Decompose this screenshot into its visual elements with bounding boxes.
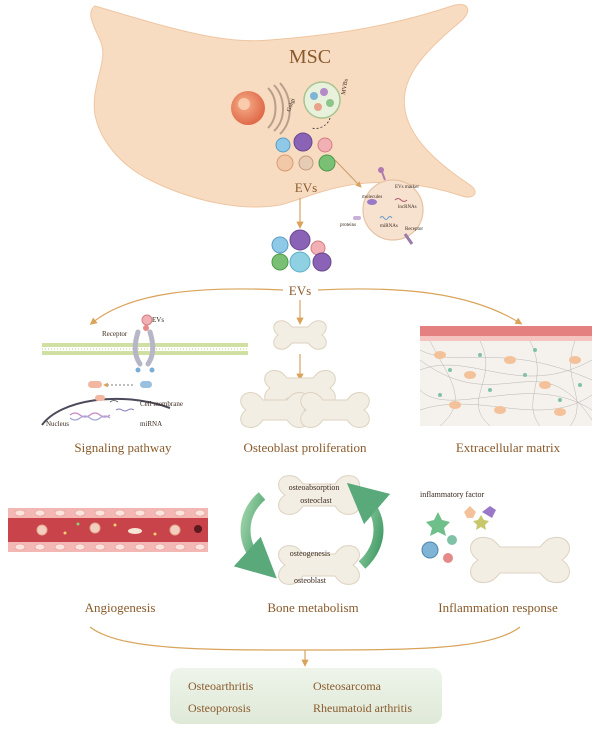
osteoblast-proliferation-title: Osteoblast proliferation [243,440,367,455]
ecm-cells [434,348,582,416]
disease-osteosarcoma: Osteosarcoma [313,679,382,693]
inflammatory-factor-label: inflammatory factor [420,490,485,499]
ev-marker-head [378,167,384,173]
ev-structure-detail: EVs marker molecules lncRNAs proteins mi… [340,167,424,245]
mvb-exocytosis-arrow [311,117,331,129]
ev-lncrnas-label: lncRNAs [398,205,417,210]
msc-title: MSC [289,46,331,68]
cycle-arrow-right [346,482,391,569]
ev-molecules-label: molecules [362,195,382,200]
ev-lncrnas-shape [394,198,408,202]
ev-detail-arrow [334,159,362,188]
mvb-vesicle [320,88,328,96]
vessel-blood-cells [36,522,202,536]
osteoblast-proliferation-panel: Osteoblast proliferation [240,320,370,455]
ev-proteins-shape [353,216,361,220]
mvb-vesicle [310,92,318,100]
nucleus-label: Nucleus [46,420,69,428]
disease-rheumatoid-arthritis: Rheumatoid arthritis [313,701,412,715]
vessel-wall-cells [14,509,206,551]
inflammation-response-title: Inflammation response [438,600,558,615]
extracellular-matrix-panel: Extracellular matrix [419,326,593,455]
msc-evs-label: EVs [295,180,317,195]
vessel-top-wall [8,508,208,518]
arrow-to-ecm [317,288,523,325]
mvb-vesicle [326,99,334,107]
bone-metabolism-title: Bone metabolism [267,600,358,615]
center-evs-label: EVs [289,283,311,298]
inflammation-response-panel: inflammatory factor Inflammation respons… [420,490,570,615]
vessel-bottom-wall [8,542,208,552]
bone-small [273,320,327,350]
inflammation-bone [470,536,570,584]
released-evs-cluster [275,132,336,172]
inflammatory-cells [421,506,496,563]
ecm-top-layer-inner [420,336,592,341]
mvbs-label: MVBs [341,78,350,95]
golgi-label: Golgi [286,97,296,112]
ev-marker-spike [381,171,386,181]
ev-proteins-label: proteins [340,223,356,228]
mirna-signal [95,395,135,412]
golgi-apparatus [267,82,291,135]
bone-left [240,392,310,428]
signaling-pathway-panel: EVs Receptor Cell membrane [41,314,248,455]
signal-receptor-label: Receptor [102,330,128,338]
receptor-protein [132,329,156,367]
ecm-top-layer [420,326,592,336]
cycle-arrow-left [233,492,277,579]
convergence-arc [89,626,521,651]
osteogenesis-label: osteogenesis [290,549,330,558]
ev-mirnas-shape [379,216,393,220]
mirna-label: miRNA [140,420,162,428]
mvb-vesicle [314,103,322,111]
signal-evs-label: EVs [152,316,164,324]
arrow-to-signaling [89,288,284,325]
msc-nucleolus [238,98,250,110]
angiogenesis-panel: Angiogenesis [8,508,208,615]
diseases-box: Osteoarthritis Osteosarcoma Osteoporosis… [170,668,442,724]
membrane-bilayer [42,343,248,355]
bone-metabolism-panel: osteoabsorption osteoclast osteogenesis … [233,475,391,615]
signaling-pathway-title: Signaling pathway [74,440,172,455]
mvb-body [303,81,341,119]
ev-receptor-shape [403,233,414,245]
bone-osteoclast [278,475,360,515]
disease-osteoarthritis: Osteoarthritis [188,679,254,693]
osteoblast-label: osteoblast [294,576,327,585]
receptor-ligand [143,325,149,331]
center-evs-cluster [271,229,332,273]
bone-right [300,392,370,428]
signal-ev-icon [141,314,153,326]
intracellular-signal [88,367,155,388]
extracellular-matrix-title: Extracellular matrix [456,440,561,455]
disease-osteoporosis: Osteoporosis [188,701,251,715]
ev-mirnas-label: miRNAs [380,224,398,229]
ev-receptor-label: Receptor [405,227,423,232]
ev-marker-label: EVs marker [395,185,419,190]
ev-molecules-shape [367,199,377,205]
diseases-box-bg [170,668,442,724]
angiogenesis-title: Angiogenesis [85,600,156,615]
cell-membrane-label: Cell membrane [140,400,183,408]
ev-structure-body [362,179,424,241]
osteoabsorption-label: osteoabsorption [289,483,340,492]
msc-cell: MSC Golgi MVBs EVs [90,3,476,208]
osteoclast-label: osteoclast [300,496,332,505]
nucleus-membrane [41,397,171,426]
bone-osteoblast [278,545,360,585]
dna-strand [69,412,111,421]
